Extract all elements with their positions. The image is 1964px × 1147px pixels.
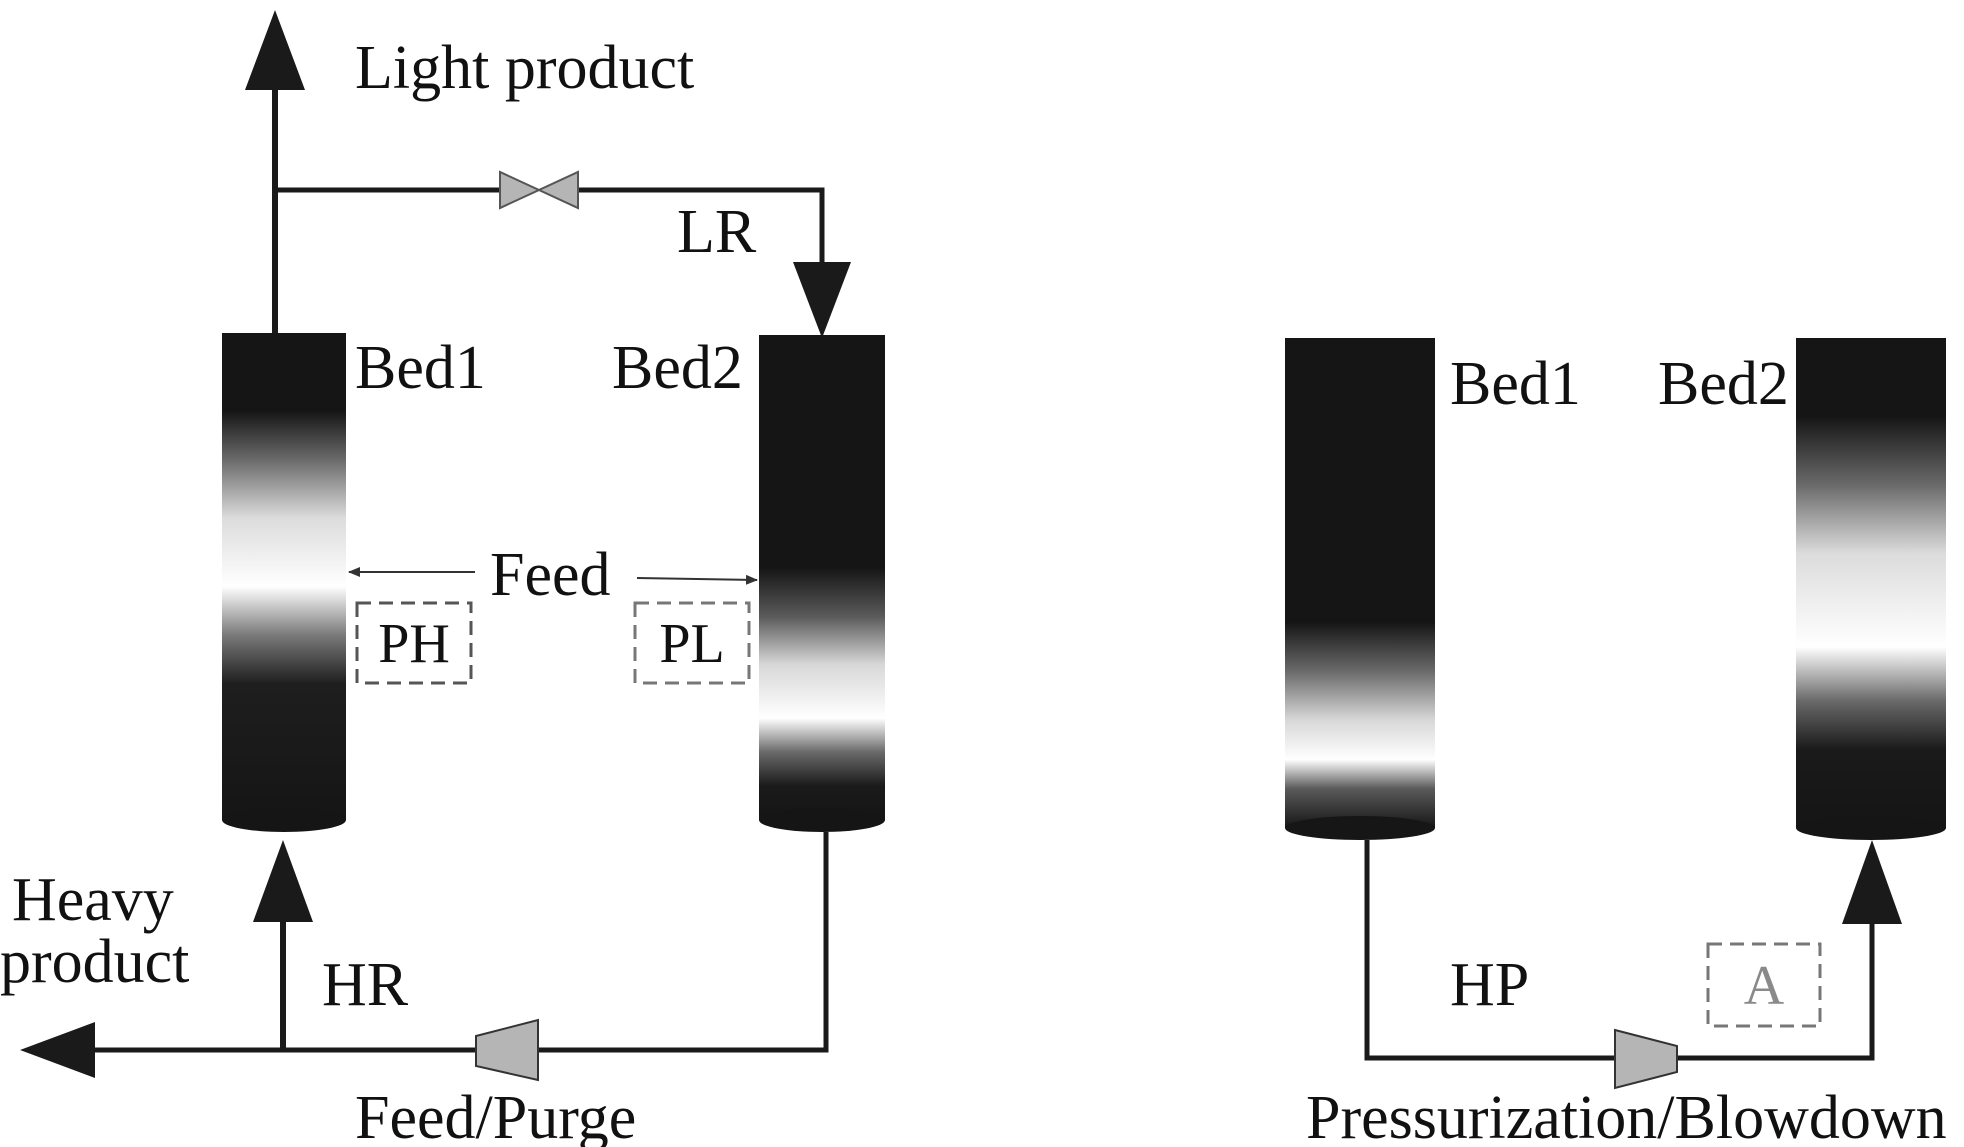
left-caption: Feed/Purge bbox=[355, 1084, 636, 1147]
left-panel: Light product LR Bed1 Bed2 F bbox=[0, 10, 885, 1147]
light-product-stream bbox=[245, 10, 305, 333]
pl-box: PL bbox=[633, 601, 751, 685]
up-arrow-icon bbox=[253, 840, 313, 922]
up-arrow-icon bbox=[1842, 840, 1902, 924]
right-bed1-column bbox=[1285, 338, 1435, 840]
bed2-label: Bed2 bbox=[612, 334, 743, 402]
lr-label: LR bbox=[677, 198, 757, 266]
hr-label: HR bbox=[322, 951, 409, 1019]
bed1-label: Bed1 bbox=[355, 334, 486, 402]
left-arrow-icon bbox=[20, 1022, 95, 1078]
a-box: A bbox=[1706, 942, 1822, 1028]
feed-label: Feed bbox=[490, 541, 611, 609]
light-reflux-stream bbox=[275, 187, 851, 338]
valve-icon bbox=[499, 170, 579, 210]
right-bed2-label: Bed2 bbox=[1658, 350, 1789, 418]
ph-label: PH bbox=[378, 613, 450, 675]
right-bed2-column bbox=[1796, 338, 1946, 840]
heavy-product-label-line2: product bbox=[0, 928, 189, 996]
pl-label: PL bbox=[659, 613, 724, 675]
bed1-column bbox=[222, 333, 346, 832]
compressor-icon bbox=[475, 1018, 539, 1082]
ph-box: PH bbox=[355, 601, 473, 685]
right-caption: Pressurization/Blowdown bbox=[1306, 1084, 1947, 1147]
hp-label: HP bbox=[1450, 951, 1529, 1019]
right-bed1-label: Bed1 bbox=[1450, 350, 1581, 418]
right-compressor-icon bbox=[1614, 1028, 1678, 1090]
light-product-label: Light product bbox=[355, 34, 694, 102]
heavy-product-label-line1: Heavy bbox=[12, 866, 174, 934]
right-bottom-piping bbox=[1364, 840, 1902, 1061]
up-arrow-icon bbox=[245, 10, 305, 90]
bottom-piping bbox=[20, 832, 829, 1078]
bed2-column bbox=[759, 335, 885, 832]
a-label: A bbox=[1744, 955, 1785, 1017]
down-arrow-icon bbox=[793, 262, 851, 338]
feed-arrows bbox=[348, 567, 758, 585]
right-panel: Bed1 Bed2 HP A Pressurization/Blowdown bbox=[1285, 338, 1947, 1147]
